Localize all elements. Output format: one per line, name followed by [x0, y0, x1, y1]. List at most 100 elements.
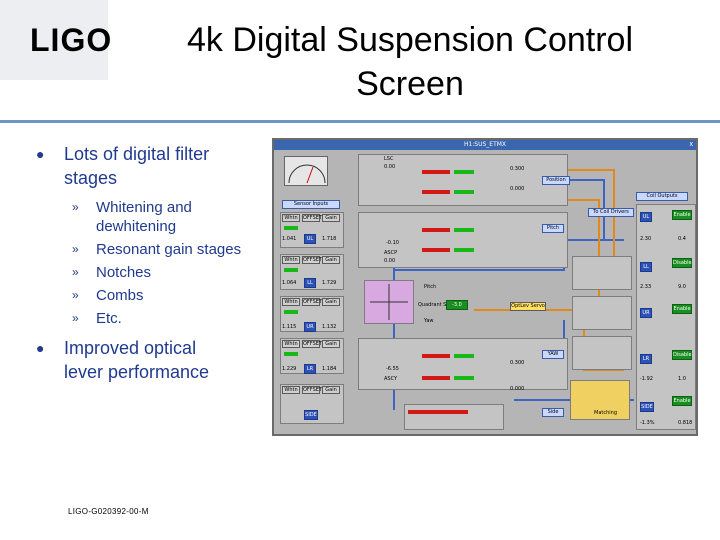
coil-state[interactable]: Disable: [672, 258, 692, 268]
gain-button[interactable]: Gain: [322, 340, 340, 348]
status-indicator: [284, 310, 298, 314]
lsc-filter-bank: [358, 154, 568, 206]
gain-button[interactable]: Gain: [322, 256, 340, 264]
filter-state-indicator: [454, 228, 474, 232]
offset-button[interactable]: OFFSET: [302, 298, 322, 306]
sub-bullet-item: » Notches: [36, 263, 268, 282]
sub-bullet-text: Resonant gain stages: [96, 241, 242, 258]
whitening-button[interactable]: Whtn: [282, 214, 300, 222]
position-button[interactable]: Position: [542, 176, 570, 185]
osem-value: 1.729: [322, 280, 337, 286]
osem-value: 1.115: [282, 324, 297, 330]
whitening-button[interactable]: Whtn: [282, 340, 300, 348]
osem-tag: LL: [304, 278, 316, 288]
bullet-dot-icon: ●: [36, 340, 45, 356]
offset-button[interactable]: OFFSET: [302, 214, 322, 222]
whitening-button[interactable]: Whtn: [282, 386, 300, 394]
screen-title-bar: H1:SUS_ETMX: [274, 140, 696, 150]
filter-state-indicator: [422, 376, 450, 380]
lsc-output-2: 0.000: [510, 186, 525, 192]
sub-bullet-item: » Resonant gain stages: [36, 240, 268, 259]
matching-label: Matching: [594, 410, 617, 416]
asc-yaw-filter-bank: [358, 338, 568, 390]
chevron-right-icon: »: [72, 242, 79, 256]
coil-value: 2.30: [640, 236, 652, 242]
coil-state[interactable]: Enable: [672, 396, 692, 406]
coil-tag: LR: [640, 354, 652, 364]
side-output-button[interactable]: Side: [542, 408, 564, 417]
ascp-value: 0.00: [384, 258, 396, 264]
sub-bullet-item: » Etc.: [36, 309, 268, 328]
coil-tag: UR: [640, 308, 652, 318]
filter-state-indicator: [408, 410, 468, 414]
yaw-output: 0.300: [510, 360, 525, 366]
filter-state-indicator: [454, 248, 474, 252]
quad-sum-value: -3.0: [446, 300, 468, 310]
logo-background: LIGO: [0, 0, 111, 80]
coil-tag: SIDE: [640, 402, 654, 412]
bullet-item: ● Lots of digital filter stages: [36, 142, 268, 190]
lsc-output: 0.300: [510, 166, 525, 172]
title-line-1: 4k Digital Suspension Control: [186, 21, 634, 59]
osem-tag: UL: [304, 234, 316, 244]
chevron-right-icon: »: [72, 265, 79, 279]
filter-state-indicator: [422, 248, 450, 252]
coil-driver-ur: [572, 336, 632, 370]
crosshair-icon: [370, 284, 408, 320]
bullet-text: Lots of digital filter: [64, 144, 210, 164]
pitch-output-button[interactable]: Pitch: [542, 224, 564, 233]
ligo-logo: LIGO: [30, 22, 113, 58]
coil-state[interactable]: Disable: [672, 350, 692, 360]
coil-state[interactable]: Enable: [672, 210, 692, 220]
document-number: LIGO-G020392-00-M: [68, 507, 149, 516]
sub-bullet-text: Notches: [96, 264, 152, 281]
close-icon[interactable]: x: [689, 141, 694, 148]
coil-driver-ul: [572, 256, 632, 290]
bullet-dot-icon: ●: [36, 146, 45, 162]
coil-state[interactable]: Enable: [672, 304, 692, 314]
coil-value: 9.0: [678, 284, 686, 290]
matching-panel: [570, 380, 630, 420]
filter-state-indicator: [422, 190, 450, 194]
filter-state-indicator: [422, 354, 450, 358]
chevron-right-icon: »: [72, 200, 79, 214]
coil-outputs-button[interactable]: Coil Outputs: [636, 192, 688, 201]
to-coil-drivers-button[interactable]: To Coil Drivers: [588, 208, 634, 217]
offset-button[interactable]: OFFSET: [302, 256, 322, 264]
title-divider: [0, 120, 720, 123]
sub-bullet-text: dewhitening: [96, 218, 177, 235]
filter-state-indicator: [422, 228, 450, 232]
coil-value: 0.4: [678, 236, 686, 242]
lsc-value: 0.00: [384, 164, 396, 170]
osem-tag: SIDE: [304, 410, 318, 420]
osem-value: 1.718: [322, 236, 337, 242]
osem-value: 1.041: [282, 236, 297, 242]
yaw-output-2: 0.000: [510, 386, 525, 392]
coil-value: 1.0: [678, 376, 686, 382]
whitening-button[interactable]: Whtn: [282, 298, 300, 306]
optlev-servo-button[interactable]: OptLev Servo: [510, 302, 546, 311]
gauge-meter: [284, 156, 328, 186]
coil-tag: UL: [640, 212, 652, 222]
yaw-output-button[interactable]: YAW: [542, 350, 564, 359]
status-indicator: [284, 352, 298, 356]
ascy-label: ASCY: [384, 376, 398, 382]
osem-value: 1.064: [282, 280, 297, 286]
filter-state-indicator: [422, 170, 450, 174]
sensor-inputs-button[interactable]: Sensor Inputs: [282, 200, 340, 209]
sub-bullet-text: Combs: [96, 287, 144, 304]
quad-sum-label: Quadrant Sum: [418, 302, 455, 308]
filter-state-indicator: [454, 190, 474, 194]
coil-driver-ll: [572, 296, 632, 330]
coil-value: -1.92: [640, 376, 653, 382]
offset-button[interactable]: OFFSET: [302, 386, 322, 394]
sub-bullet-item: » Combs: [36, 286, 268, 305]
whitening-button[interactable]: Whtn: [282, 256, 300, 264]
offset-button[interactable]: OFFSET: [302, 340, 322, 348]
pitch-label: Pitch: [424, 284, 437, 290]
page-title: 4k Digital Suspension Control Screen: [130, 18, 690, 106]
gain-button[interactable]: Gain: [322, 386, 340, 394]
gain-button[interactable]: Gain: [322, 298, 340, 306]
gain-button[interactable]: Gain: [322, 214, 340, 222]
lsc-label: LSC: [384, 156, 394, 162]
